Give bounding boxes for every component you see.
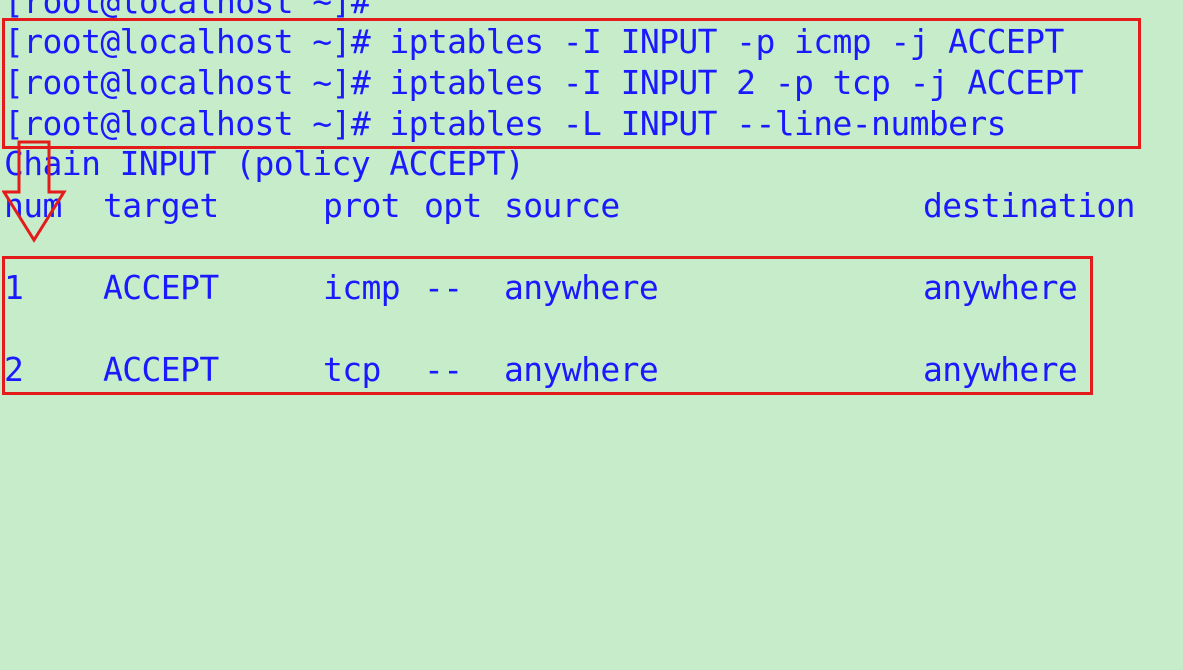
row-target: ACCEPT [103,350,219,389]
table-header-row: num target prot opt source destination [4,186,1136,226]
terminal-line-prompt-partial: [root@localhost ~]# [4,0,390,21]
table-row: 2 ACCEPT tcp -- anywhere anywhere [4,350,1078,390]
row-source: anywhere [504,268,659,307]
column-header-destination: destination [923,186,1136,225]
row-target: ACCEPT [103,268,219,307]
down-arrow-icon [2,140,67,243]
row-opt: -- [424,350,463,389]
row-destination: anywhere [923,350,1078,389]
row-num: 1 [4,268,24,307]
terminal-window[interactable]: [root@localhost ~]# [root@localhost ~]# … [0,0,1183,421]
row-prot: icmp [323,268,401,307]
terminal-line-cmd-icmp: [root@localhost ~]# iptables -I INPUT -p… [4,22,1064,61]
row-source: anywhere [504,350,659,389]
column-header-target: target [103,186,219,225]
row-opt: -- [424,268,463,307]
column-header-prot: prot [323,186,401,225]
row-prot: tcp [323,350,381,389]
table-row: 1 ACCEPT icmp -- anywhere anywhere [4,268,1078,308]
column-header-opt: opt [424,186,482,225]
column-header-source: source [504,186,620,225]
row-num: 2 [4,350,24,389]
command-highlight-box [2,18,1141,149]
terminal-line-cmd-tcp: [root@localhost ~]# iptables -I INPUT 2 … [4,63,1084,102]
terminal-line-cmd-list: [root@localhost ~]# iptables -L INPUT --… [4,104,1007,143]
row-destination: anywhere [923,268,1078,307]
chain-header: Chain INPUT (policy ACCEPT) [4,144,525,183]
rules-highlight-box [2,256,1093,395]
